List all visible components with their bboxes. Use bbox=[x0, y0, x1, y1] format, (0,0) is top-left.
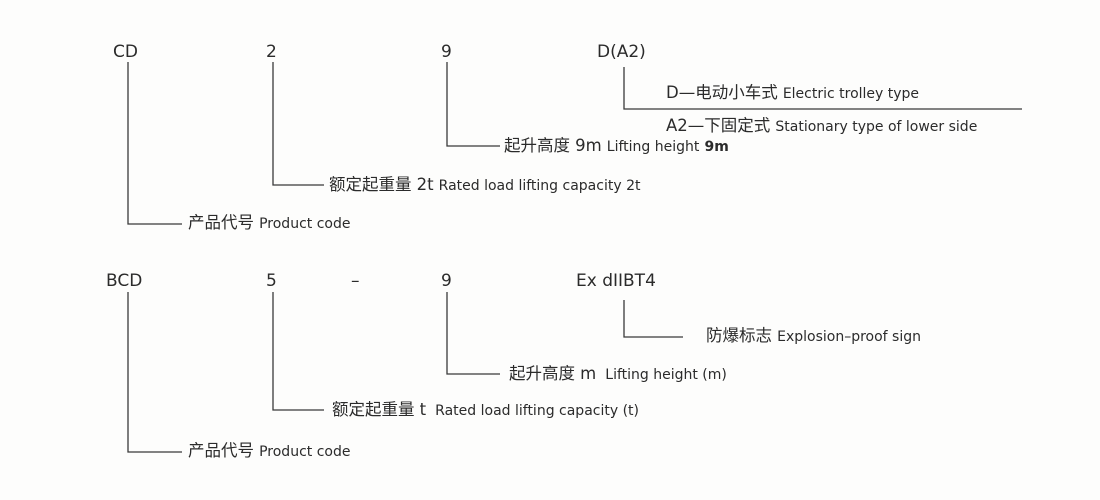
item-explosion-proof-sign: 防爆标志 Explosion–proof sign bbox=[706, 326, 921, 345]
item-lifting-height: 起升高度 9m Lifting height 9m bbox=[504, 136, 729, 155]
code-explosion-mark: Ex dIIBT4 bbox=[576, 271, 656, 291]
item-en: Explosion–proof sign bbox=[777, 329, 921, 345]
connector-d1-type bbox=[623, 67, 1022, 110]
item-value: 9m bbox=[575, 136, 602, 155]
item-value: 2t bbox=[416, 175, 434, 194]
connector-d2-product-code bbox=[127, 292, 182, 453]
code-height: 9 bbox=[441, 42, 452, 62]
item-zh: A2—下固定式 bbox=[666, 116, 771, 135]
item-value: m bbox=[580, 364, 597, 383]
item-value: t bbox=[419, 400, 427, 419]
connector-d1-product-code bbox=[127, 62, 182, 225]
item-en: Rated load lifting capacity (t) bbox=[435, 403, 639, 419]
item-en: Electric trolley type bbox=[782, 86, 920, 102]
item-zh: 起升高度 bbox=[509, 364, 575, 383]
connector-d1-capacity bbox=[272, 62, 324, 186]
item-en: Stationary type of lower side bbox=[775, 119, 978, 135]
item-rated-capacity: 额定起重量 2t Rated load lifting capacity 2t bbox=[329, 175, 641, 194]
code-cd: CD bbox=[113, 42, 138, 62]
item-en: Product code bbox=[259, 444, 351, 460]
connector-d2-capacity bbox=[272, 292, 324, 411]
item-zh: 起升高度 bbox=[504, 136, 570, 155]
item-zh: 防爆标志 bbox=[706, 326, 772, 345]
item-zh: 产品代号 bbox=[188, 213, 254, 232]
item-en: Rated load lifting capacity 2t bbox=[438, 178, 641, 194]
item-lifting-height: 起升高度 m Lifting height (m) bbox=[509, 364, 727, 383]
code-bcd: BCD bbox=[106, 271, 143, 291]
code-type: D(A2) bbox=[597, 42, 646, 62]
code-height: 9 bbox=[441, 271, 452, 291]
connector-d2-explosion bbox=[623, 300, 683, 338]
item-electric-trolley: D—电动小车式 Electric trolley type bbox=[666, 83, 920, 102]
item-en-value: 9m bbox=[704, 139, 729, 155]
item-zh: 额定起重量 bbox=[332, 400, 415, 419]
item-product-code: 产品代号 Product code bbox=[188, 213, 351, 232]
item-zh: 额定起重量 bbox=[329, 175, 412, 194]
item-product-code: 产品代号 Product code bbox=[188, 441, 351, 460]
connector-d1-lifting-height bbox=[446, 62, 500, 147]
code-dash: – bbox=[351, 271, 360, 291]
code-capacity: 5 bbox=[266, 271, 277, 291]
item-en: Lifting height (m) bbox=[605, 367, 727, 383]
connector-d2-lifting-height bbox=[446, 292, 500, 375]
item-rated-capacity: 额定起重量 t Rated load lifting capacity (t) bbox=[332, 400, 639, 419]
code-capacity: 2 bbox=[266, 42, 277, 62]
item-stationary-type: A2—下固定式 Stationary type of lower side bbox=[666, 116, 978, 135]
item-en: Lifting height bbox=[606, 139, 700, 155]
item-zh: 产品代号 bbox=[188, 441, 254, 460]
item-en: Product code bbox=[259, 216, 351, 232]
item-zh: D—电动小车式 bbox=[666, 83, 778, 102]
